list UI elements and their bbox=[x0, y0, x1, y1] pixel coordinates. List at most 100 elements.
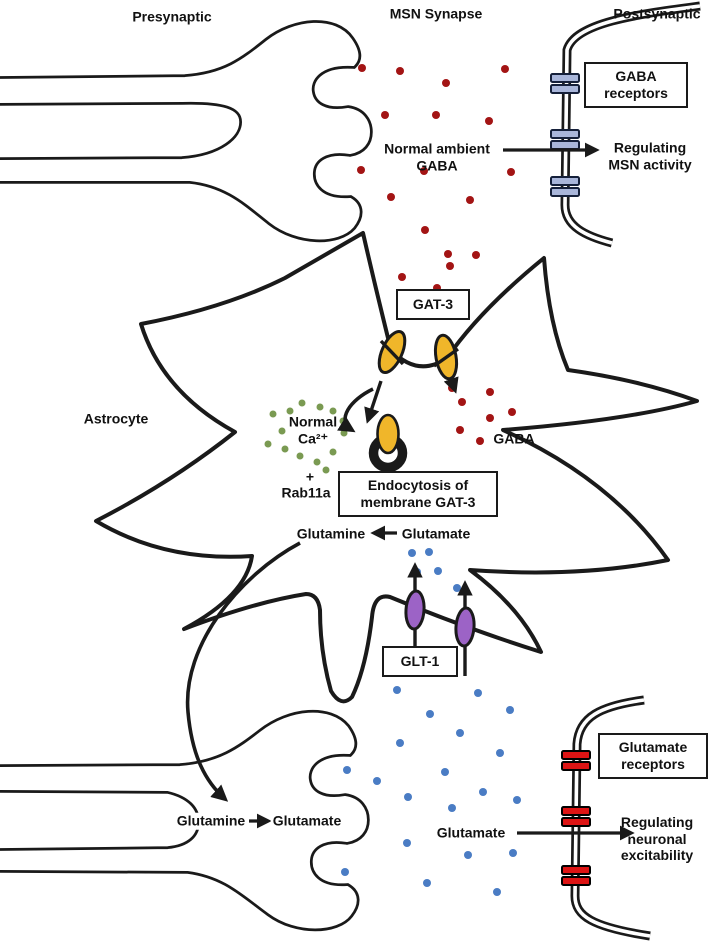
glutamate-receptor-icon bbox=[561, 806, 591, 816]
gaba-molecule-dot bbox=[485, 117, 493, 125]
glutamate-molecule-dot bbox=[425, 548, 433, 556]
glutamate-molecule-dot bbox=[393, 686, 401, 694]
glutamate-label-astrocyte: Glutamate bbox=[401, 525, 471, 542]
gaba-molecule-dot bbox=[486, 414, 494, 422]
gaba-molecule-dot bbox=[420, 167, 428, 175]
membrane-stripe bbox=[379, 339, 405, 366]
glt1-box: GLT-1 bbox=[382, 646, 458, 677]
glutamate-molecule-dot bbox=[423, 879, 431, 887]
glutamate-molecule-dot bbox=[456, 729, 464, 737]
normal-ambient-gaba-label: Normal ambient GABA bbox=[384, 140, 490, 173]
glutamate-molecule-dot bbox=[509, 849, 517, 857]
gaba-molecule-dot bbox=[396, 67, 404, 75]
gaba-receptor-icon bbox=[550, 73, 580, 83]
gaba-molecule-dot bbox=[508, 408, 516, 416]
glutamate-molecule-dot bbox=[373, 777, 381, 785]
regulating-neuronal-label: Regulating neuronal excitability bbox=[620, 814, 694, 864]
endocytosis-arrow bbox=[337, 387, 374, 433]
glutamate-molecule-dot bbox=[513, 796, 521, 804]
glutamine-shuttle-arrow bbox=[185, 541, 301, 802]
internalized-gat3-icon bbox=[376, 413, 400, 455]
calcium-ion-dot bbox=[264, 440, 272, 448]
presynaptic-title: Presynaptic bbox=[132, 8, 212, 25]
gaba-molecule-dot bbox=[358, 64, 366, 72]
gaba-molecule-dot bbox=[381, 111, 389, 119]
gaba-receptor-icon bbox=[550, 84, 580, 94]
glutamate-free-label: Glutamate bbox=[436, 824, 506, 841]
glutamate-molecule-dot bbox=[441, 768, 449, 776]
gaba-molecule-dot bbox=[432, 111, 440, 119]
calcium-ion-dot bbox=[329, 407, 337, 415]
glt1-transporter-icon bbox=[454, 606, 476, 648]
gat3-internalization-arrow-left bbox=[364, 380, 383, 424]
gaba-molecule-dot bbox=[501, 65, 509, 73]
calcium-ion-dot bbox=[298, 399, 306, 407]
glutamate-label-terminal: Glutamate bbox=[270, 812, 344, 830]
glutamate-molecule-dot bbox=[493, 888, 501, 896]
gat3-box: GAT-3 bbox=[396, 289, 470, 320]
glutamate-molecules bbox=[341, 548, 521, 896]
gaba-receptor-icon bbox=[550, 129, 580, 139]
gaba-molecule-dot bbox=[398, 273, 406, 281]
glt1-transporter-icon bbox=[404, 589, 426, 631]
glutamine-label-astrocyte: Glutamine bbox=[296, 525, 366, 542]
glutamate-molecule-dot bbox=[474, 689, 482, 697]
regulating-msn-activity-label: Regulating MSN activity bbox=[608, 139, 692, 172]
gaba-molecule-dot bbox=[456, 426, 464, 434]
glutamate-molecule-dot bbox=[403, 839, 411, 847]
glutamate-molecule-dot bbox=[479, 788, 487, 796]
glutamate-receptor-icons bbox=[561, 750, 591, 886]
calcium-ion-dot bbox=[286, 407, 294, 415]
glutamate-molecule-dot bbox=[448, 804, 456, 812]
postsynaptic-title: Postsynaptic bbox=[613, 5, 701, 22]
gaba-molecule-dot bbox=[472, 251, 480, 259]
glutamate-molecule-dot bbox=[404, 793, 412, 801]
glutamate-molecule-dot bbox=[343, 766, 351, 774]
calcium-ion-dot bbox=[281, 445, 289, 453]
gaba-receptor-icon bbox=[550, 187, 580, 197]
calcium-ion-dot bbox=[278, 427, 286, 435]
endocytosis-box: Endocytosis of membrane GAT-3 bbox=[338, 471, 498, 517]
glutamate-receptor-icon bbox=[561, 876, 591, 886]
glutamate-molecule-dot bbox=[434, 567, 442, 575]
calcium-ion-dot bbox=[316, 403, 324, 411]
astrocyte-label: Astrocyte bbox=[83, 410, 149, 427]
presynaptic-terminal-bottom bbox=[0, 709, 370, 932]
glutamate-molecule-dot bbox=[496, 749, 504, 757]
glutamate-receptor-icon bbox=[561, 761, 591, 771]
glutamate-receptor-icon bbox=[561, 865, 591, 875]
glutamate-molecule-dot bbox=[464, 851, 472, 859]
gaba-receptor-icon bbox=[550, 140, 580, 150]
calcium-ion-dot bbox=[329, 448, 337, 456]
gaba-receptor-icon bbox=[550, 176, 580, 186]
gaba-receptor-icons bbox=[550, 73, 580, 197]
plus-label: + bbox=[305, 468, 315, 485]
normal-ca-label: Normal Ca²⁺ bbox=[288, 413, 338, 446]
membrane-stripe bbox=[433, 347, 459, 368]
gaba-molecule-dot bbox=[486, 388, 494, 396]
calcium-ions bbox=[264, 399, 348, 474]
glt1-transporters bbox=[404, 562, 476, 676]
glutamate-molecule-dot bbox=[341, 868, 349, 876]
gaba-molecule-dot bbox=[357, 166, 365, 174]
gaba-molecule-dot bbox=[507, 168, 515, 176]
gaba-molecule-dot bbox=[421, 226, 429, 234]
calcium-ion-dot bbox=[322, 466, 330, 474]
gaba-molecule-dot bbox=[442, 79, 450, 87]
glutamate-receptor-icon bbox=[561, 817, 591, 827]
calcium-ion-dot bbox=[296, 452, 304, 460]
postsynaptic-membrane-top bbox=[560, 1, 701, 248]
glutamate-molecule-dot bbox=[453, 584, 461, 592]
msn-synapse-title: MSN Synapse bbox=[389, 5, 483, 22]
glutamate-receptors-box: Glutamate receptors bbox=[598, 733, 708, 779]
gaba-molecule-dot bbox=[446, 262, 454, 270]
gaba-receptors-box: GABA receptors bbox=[584, 62, 688, 108]
gaba-molecule-dot bbox=[387, 193, 395, 201]
glutamate-molecule-dot bbox=[396, 739, 404, 747]
gaba-label: GABA bbox=[493, 430, 535, 447]
gaba-molecule-dot bbox=[476, 437, 484, 445]
presynaptic-terminal-top bbox=[0, 20, 373, 243]
calcium-ion-dot bbox=[313, 458, 321, 466]
